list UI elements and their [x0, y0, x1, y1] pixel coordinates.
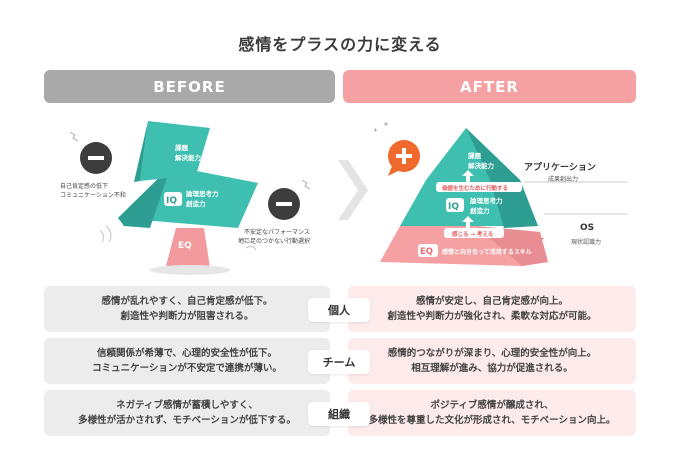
before-row-individual-line1: 感情が乱れやすく、自己肯定感が低下。 [101, 296, 273, 307]
after-eq-label: 感情と向き合って活用するスキル [442, 248, 532, 256]
up-arrow-lower-icon [462, 216, 474, 228]
os-sub: 現状認識力 [571, 238, 601, 246]
after-eq-badge: EQ [420, 247, 433, 257]
after-row-team: 感情的つながりが深まり、心理的安全性が向上。相互理解が進み、協力が促進される。 [348, 338, 636, 384]
after-eq-badge-bg [418, 244, 438, 257]
before-row-individual-line2: 創造性や判断力が阻害される。 [120, 311, 254, 322]
after-top-side [466, 128, 520, 180]
category-individual: 個人 [308, 298, 370, 322]
before-pyramid: 課題 解決能力 IQ 論理思考力 創造力 EQ [99, 121, 258, 275]
before-top-side [134, 121, 148, 182]
os-title: OS [580, 223, 594, 233]
category-organization: 組織 [308, 402, 370, 426]
before-minus-left: 自己肯定感の低下 コミュニケーション不和 [60, 131, 126, 199]
after-iq-badge-bg [446, 198, 464, 212]
before-mid-label-2: 創造力 [185, 199, 206, 208]
app-title: アプリケーション [524, 161, 596, 173]
after-upper-arrow-box [436, 182, 522, 192]
before-row-organization-line2: 多様性が活かされず、モチベーションが低下する。 [78, 415, 296, 426]
before-note-left-1: 自己肯定感の低下 [60, 182, 108, 190]
after-iq-badge: IQ [448, 202, 459, 212]
after-top-label-1: 課題 [468, 151, 482, 160]
after-top-label-2: 解決能力 [468, 161, 495, 170]
before-row-team: 信頼関係が希薄で、心理的安全性が低下。コミュニケーションが不安定で連携が薄い。 [44, 338, 330, 384]
after-row-team-line2: 相互理解が進み、協力が促進される。 [411, 363, 573, 374]
after-pyramid: 課題 解決能力 価値を生むために行動する IQ 論理思考力 創造力 感じる → … [380, 128, 548, 266]
before-header: BEFORE [44, 70, 335, 103]
before-row-team-line2: コミュニケーションが不安定で連携が薄い。 [92, 363, 282, 374]
before-top-label-2: 解決能力 [175, 153, 202, 162]
after-lower-arrow-box [444, 228, 504, 238]
before-top-layer [140, 121, 210, 181]
after-row-organization: ポジティブ感情が醸成され、多様性を尊重した文化が形成され、モチベーション向上。 [348, 390, 636, 436]
before-note-right-1: 不安定なパフォーマンス [244, 228, 310, 236]
after-row-individual: 感情が安定し、自己肯定感が向上。創造性や判断力が強化され、柔軟な対応が可能。 [348, 286, 636, 332]
after-row-organization-line2: 多様性を尊重した文化が形成され、モチベーション向上。 [368, 415, 616, 426]
comparison-illustration: 課題 解決能力 IQ 論理思考力 創造力 EQ 自己肯定感の低下 コミュニケーシ… [60, 121, 628, 275]
before-row-individual: 感情が乱れやすく、自己肯定感が低下。創造性や判断力が阻害される。 [44, 286, 330, 332]
after-row-team-line1: 感情的つながりが深まり、心理的安全性が向上。 [387, 348, 597, 359]
shock-mark-left [69, 131, 79, 142]
wobble-mark-right [239, 237, 257, 251]
shock-mark-right [301, 179, 311, 190]
page-title: 感情をプラスの力に変える [238, 35, 442, 54]
before-row-organization-line1: ネガティブ感情が蓄積しやすく、 [116, 400, 258, 411]
after-arrow-lower-label: 感じる → 考える [452, 230, 493, 238]
transition-chevron-icon [338, 160, 368, 220]
after-plus [374, 122, 420, 176]
after-arrow-upper-label: 価値を生むために行動する [441, 184, 508, 192]
after-mid-label-1: 論理思考力 [470, 196, 503, 205]
sparkle-icon [374, 122, 388, 132]
before-iq-side [118, 166, 171, 228]
wobble-mark-left [99, 225, 112, 243]
before-iq-badge: IQ [166, 196, 177, 206]
before-mid-label-1: 論理思考力 [186, 189, 219, 198]
after-row-individual-line1: 感情が安定し、自己肯定感が向上。 [415, 296, 568, 307]
app-sub: 成果創出力 [548, 175, 578, 183]
after-mid-label-2: 創造力 [469, 206, 490, 215]
before-note-left-2: コミュニケーション不和 [60, 191, 126, 199]
before-eq-base [166, 228, 210, 272]
after-row-individual-line2: 創造性や判断力が強化され、柔軟な対応が可能。 [387, 311, 597, 322]
up-arrow-upper-icon [462, 170, 474, 182]
after-header: AFTER [343, 70, 636, 103]
before-row-team-line1: 信頼関係が希薄で、心理的安全性が低下。 [96, 348, 278, 359]
category-team: チーム [308, 350, 370, 374]
before-shadow [150, 265, 230, 275]
before-top-label-1: 課題 [175, 143, 189, 152]
before-eq-badge: EQ [178, 241, 192, 251]
before-iq-badge-bg [164, 192, 182, 206]
after-row-organization-line1: ポジティブ感情が醸成され、 [430, 400, 554, 411]
before-row-organization: ネガティブ感情が蓄積しやすく、多様性が活かされず、モチベーションが低下する。 [44, 390, 330, 436]
before-minus-right: 不安定なパフォーマンス 地に足のつかない行動選択 [238, 179, 311, 245]
before-note-right-2: 地に足のつかない行動選択 [238, 237, 310, 245]
